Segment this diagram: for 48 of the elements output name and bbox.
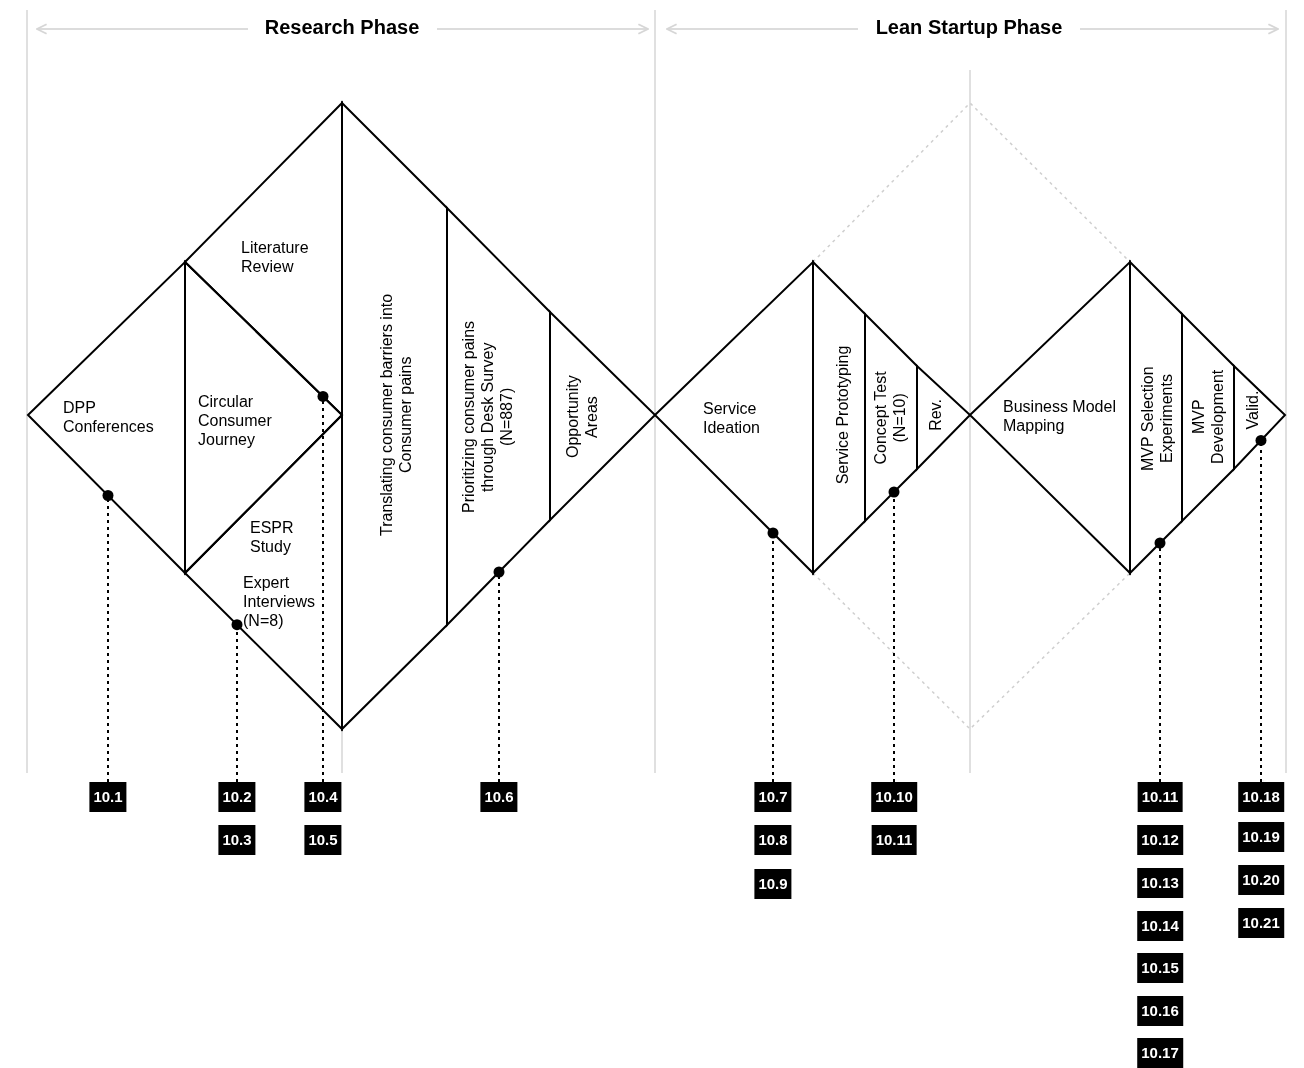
callout-number: 10.4 (304, 782, 342, 812)
callout-number: 10.16 (1137, 996, 1183, 1026)
callout-number: 10.2 (218, 782, 256, 812)
segment-label: Concept Test (N=10) (871, 370, 909, 467)
callout-number: 10.3 (218, 825, 256, 855)
segment-label: Valid. (1242, 390, 1262, 430)
callout-number: 10.7 (754, 782, 792, 812)
callout-number: 10.21 (1238, 908, 1284, 938)
callout-number: 10.13 (1137, 868, 1183, 898)
segment-label: Circular Consumer Journey (198, 392, 273, 449)
callout-number: 10.19 (1238, 822, 1284, 852)
segment-label: Prioritizing consumer pains through Desk Survey (N=887) (458, 319, 516, 516)
leader-line (317, 391, 329, 783)
callout-number: 10.14 (1137, 911, 1183, 941)
callout-number: 10.15 (1137, 953, 1183, 983)
leader-line (1154, 537, 1166, 783)
callout-number: 10.17 (1137, 1038, 1183, 1068)
phase-title: Research Phase (264, 15, 420, 39)
callout-number: 10.1 (89, 782, 127, 812)
leader-line (102, 490, 114, 783)
segment-label: MVP Selection Experiments (1138, 365, 1176, 474)
leader-line (1255, 434, 1267, 783)
segment-label: Expert Interviews (N=8) (243, 573, 317, 630)
segment-label: Service Prototyping (832, 345, 852, 485)
callout-number: 10.5 (304, 825, 342, 855)
callout-number: 10.8 (754, 825, 792, 855)
leader-line (493, 566, 505, 783)
segment-label: Opportunity Areas (563, 374, 601, 461)
callout-number: 10.12 (1137, 825, 1183, 855)
phase-title: Lean Startup Phase (875, 15, 1063, 39)
segment-label: Translating consumer barriers into Consumer pains (377, 292, 415, 539)
segment-label: Literature Review (241, 238, 310, 276)
callout-number: 10.11 (871, 825, 917, 855)
callout-number: 10.10 (871, 782, 917, 812)
leader-line (767, 527, 779, 783)
callout-number: 10.9 (754, 869, 792, 899)
leader-line (231, 619, 243, 783)
callout-number: 10.18 (1238, 782, 1284, 812)
segment-label: MVP Development (1189, 368, 1227, 467)
segment-label: Rev. (925, 399, 945, 431)
segment-label: Service Ideation (703, 399, 761, 437)
callout-number: 10.6 (480, 782, 518, 812)
segment-label: Business Model Mapping (1003, 397, 1117, 435)
segment-label: ESPR Study (250, 518, 295, 556)
segment-label: DPP Conferences (63, 398, 155, 436)
callout-number: 10.11 (1137, 782, 1183, 812)
callout-number: 10.20 (1238, 865, 1284, 895)
leader-line (888, 486, 900, 783)
